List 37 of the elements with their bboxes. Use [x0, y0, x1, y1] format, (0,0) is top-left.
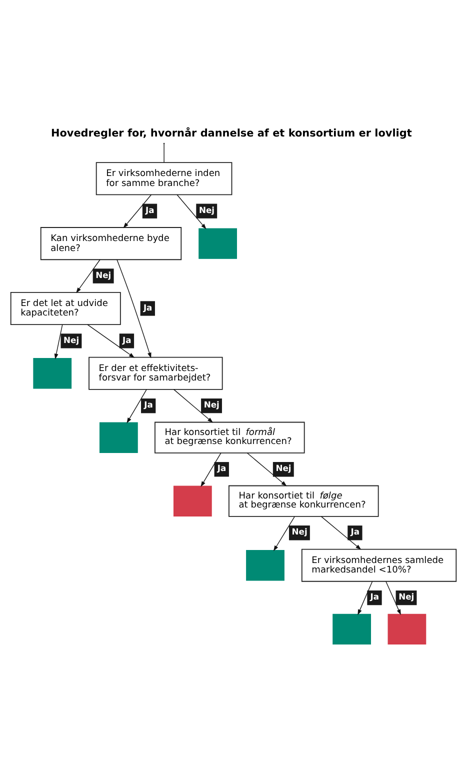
edge-label: Ja: [122, 334, 132, 345]
arrow: [176, 194, 206, 230]
node-box: Har konsortiet til følge at begrænse konkurrencen?: [228, 485, 379, 517]
edge-label: Nej: [96, 270, 112, 280]
arrow: [54, 324, 63, 360]
node-box: [332, 614, 371, 645]
edge-label: Ja: [370, 592, 380, 602]
node-box: [33, 358, 72, 389]
arrow: [76, 259, 100, 294]
edge-label: Ja: [143, 302, 152, 312]
diagram-title: Hovedregler for, hvornår dannelse af et konsortium er lovligt: [50, 127, 412, 140]
edge-label: Nej: [204, 400, 220, 410]
node-box: Kan virksomhederne byde alene?: [40, 227, 182, 260]
node-box: [388, 614, 426, 645]
arrow: [246, 452, 287, 486]
node-box: [246, 550, 284, 581]
node-box: Er det let at udvide kapaciteten?: [10, 292, 121, 325]
arrow: [116, 259, 152, 358]
edge-label: Ja: [146, 204, 154, 215]
arrow: [173, 389, 214, 423]
edge-label: Ja: [144, 400, 153, 410]
edge-label: Nej: [64, 334, 80, 345]
node-box: Er virksomhederne inden for samme branche?: [96, 162, 232, 196]
node-box: Har konsortiet til formål at begrænse konkurrencen?: [154, 422, 305, 454]
node-box: [99, 422, 138, 453]
edge-label: Ja: [350, 526, 360, 537]
node-box: [173, 486, 212, 516]
edge-label: Ja: [217, 463, 226, 474]
edge-label: Nej: [292, 526, 308, 537]
edge-label: Nej: [276, 463, 292, 474]
arrow: [358, 581, 373, 616]
node-box: [198, 228, 237, 259]
edge-label: Nej: [198, 204, 214, 215]
node-box: Er der et effektivitets- forsvar for samarbejdet?: [88, 356, 223, 390]
edge-label: Nej: [398, 592, 414, 602]
arrow: [386, 581, 401, 616]
node-box: Er virksomhedernes samlede markedsandel <10%?: [301, 548, 457, 582]
